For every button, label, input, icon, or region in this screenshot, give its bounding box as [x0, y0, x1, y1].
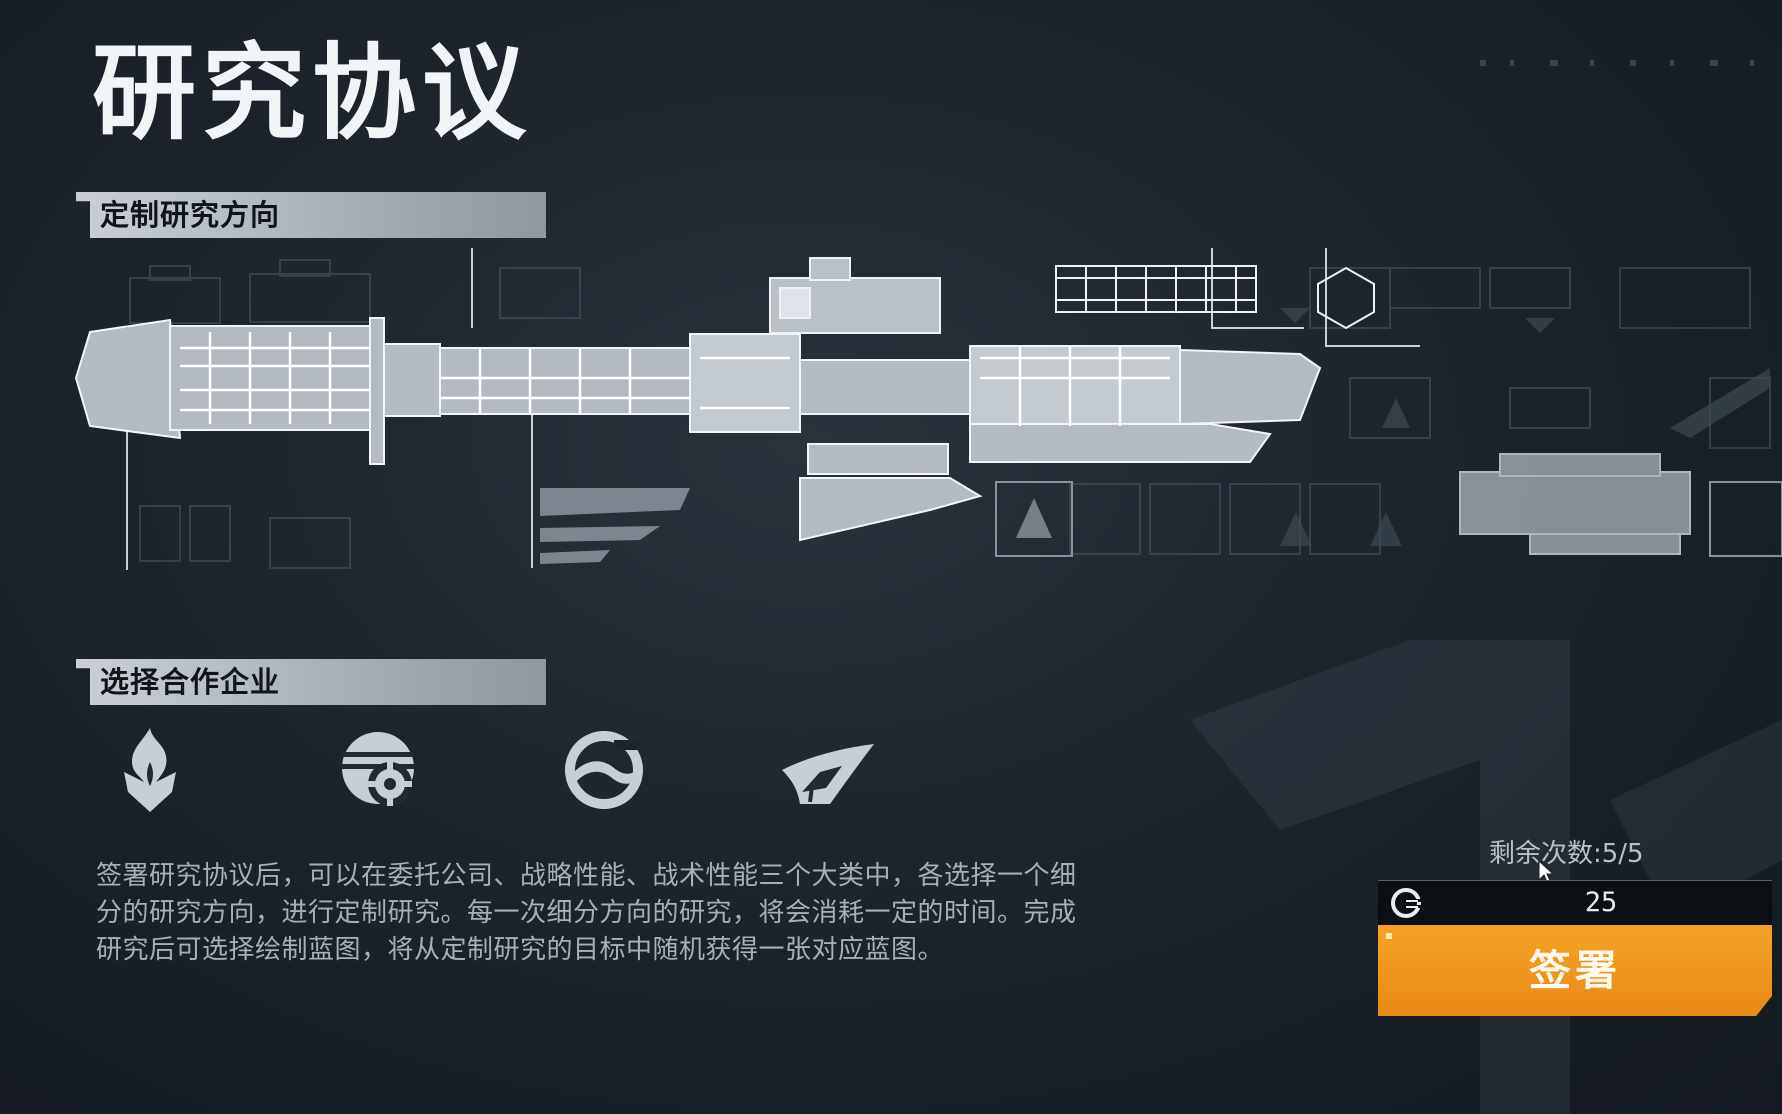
ship-blueprint[interactable]	[70, 248, 1782, 578]
flame-shield-icon	[124, 728, 176, 812]
remaining-count: 剩余次数:5/5	[1489, 839, 1644, 869]
page-title: 研究协议	[92, 32, 533, 154]
cost-value: 25	[1584, 887, 1618, 918]
top-right-decoration	[1480, 60, 1754, 66]
section-label-direction: 定制研究方向	[100, 198, 281, 232]
partner-logo-2[interactable]	[330, 722, 426, 818]
button-corner-dot	[1386, 933, 1392, 939]
partner-logo-4[interactable]	[780, 722, 876, 818]
section-header-partner: 选择合作企业	[76, 659, 546, 705]
description-text: 签署研究协议后，可以在委托公司、战略性能、战术性能三个大类中，各选择一个细分的研…	[96, 861, 1077, 965]
sign-button-label: 签署	[1528, 946, 1621, 995]
sign-button[interactable]: 签署	[1378, 925, 1772, 1016]
background-decoration	[1190, 640, 1782, 1114]
cost-bar: 25	[1378, 880, 1772, 925]
section-label-partner: 选择合作企业	[100, 665, 281, 699]
wing-icon	[782, 744, 874, 804]
partner-logo-3[interactable]	[556, 722, 652, 818]
circle-wave-icon	[565, 731, 643, 809]
partner-logo-1[interactable]	[102, 722, 198, 818]
section-header-direction: 定制研究方向	[76, 192, 546, 238]
research-token-icon	[1391, 888, 1422, 918]
globe-gear-icon	[342, 732, 414, 806]
